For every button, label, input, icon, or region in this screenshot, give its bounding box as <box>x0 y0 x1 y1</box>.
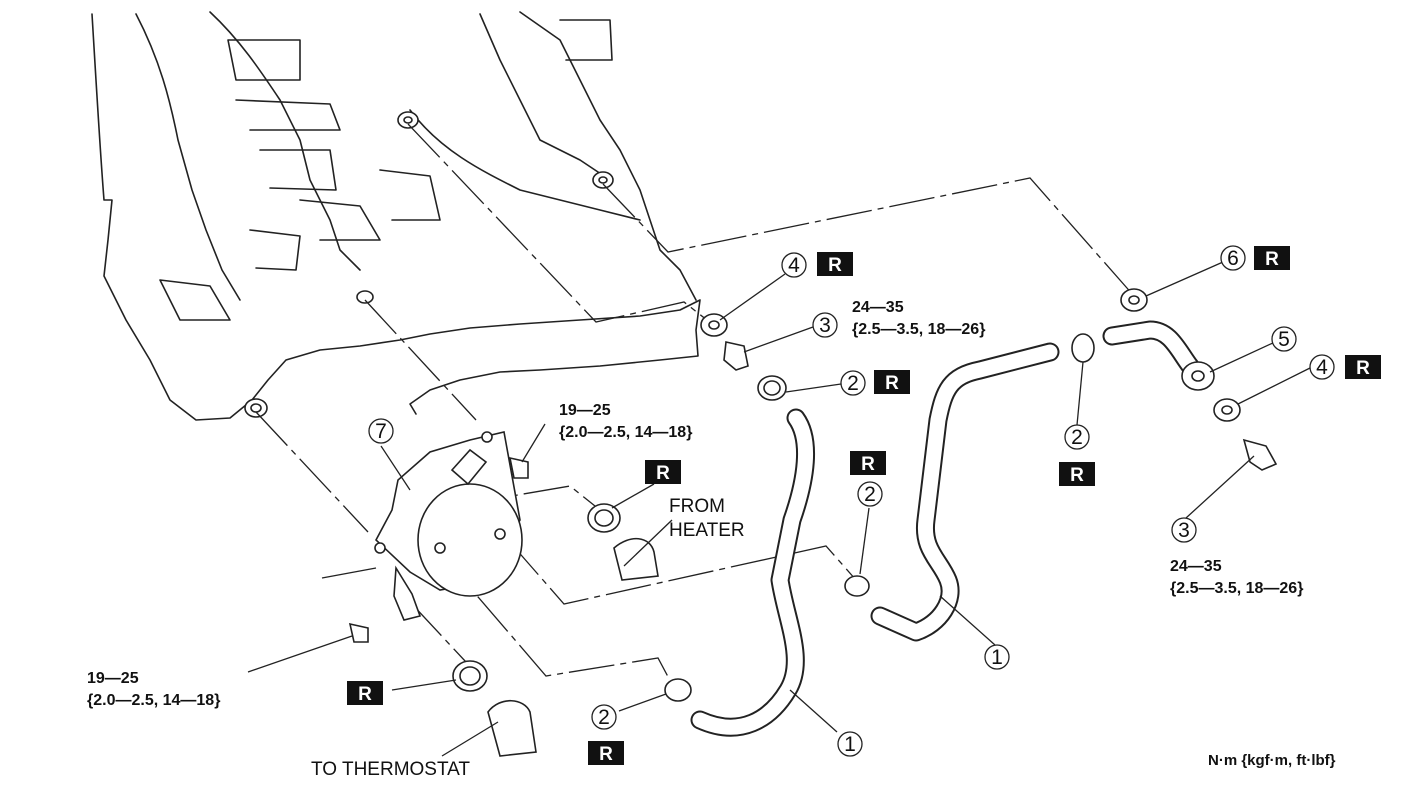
svg-text:3: 3 <box>819 314 831 337</box>
coolant-hose-lower <box>690 408 815 737</box>
svg-text:R: R <box>1356 358 1370 379</box>
callout-4-upper: 4 <box>781 252 807 278</box>
torque-kgf-ftlbf: {2.5—3.5, 18—26} <box>852 321 986 338</box>
torque-spec-upper-bolt: 24—35 {2.5—3.5, 18—26} <box>852 297 985 341</box>
svg-text:3: 3 <box>1178 519 1190 542</box>
callout-3-right: 3 <box>1171 517 1197 543</box>
callout-2-mid: 2 <box>857 481 883 507</box>
callout-1-lower: 1 <box>837 731 863 757</box>
replace-badge-clamp-2-lower: R <box>588 741 624 765</box>
svg-text:R: R <box>861 454 875 475</box>
svg-text:R: R <box>358 684 372 705</box>
torque-nm: 24—35 <box>1170 558 1222 575</box>
leader-lines <box>247 261 1311 757</box>
torque-nm: 19—25 <box>87 670 139 687</box>
svg-text:4: 4 <box>1316 356 1328 379</box>
svg-text:R: R <box>1070 465 1084 486</box>
callout-7: 7 <box>368 418 394 444</box>
torque-nm: 19—25 <box>559 402 611 419</box>
svg-text:5: 5 <box>1278 328 1290 351</box>
to-thermostat-label: TO THERMOSTAT <box>311 759 471 780</box>
callout-1-right: 1 <box>984 644 1010 670</box>
callout-4-right: 4 <box>1309 354 1335 380</box>
svg-text:2: 2 <box>864 483 876 506</box>
callout-2-right: 2 <box>1064 424 1090 450</box>
callout-2-upper: 2 <box>840 370 866 396</box>
torque-units-note: N·m {kgf·m, ft·lbf} <box>1208 752 1336 769</box>
svg-text:2: 2 <box>847 372 859 395</box>
replace-badge-clamp-2-right: R <box>1059 462 1095 486</box>
callout-3-upper: 3 <box>812 312 838 338</box>
torque-kgf-ftlbf: {2.0—2.5, 14—18} <box>559 424 693 441</box>
torque-nm: 24—35 <box>852 299 904 316</box>
replace-badge-clamp-thermostat: R <box>347 681 383 705</box>
torque-kgf-ftlbf: {2.0—2.5, 14—18} <box>87 692 221 709</box>
svg-text:7: 7 <box>375 420 387 443</box>
steel-pipe-right <box>1102 320 1200 376</box>
svg-text:2: 2 <box>1071 426 1083 449</box>
callout-5: 5 <box>1271 326 1297 352</box>
coolant-hose-right <box>870 342 1060 642</box>
torque-spec-cooler-top-bolt: 19—25 {2.0—2.5, 14—18} <box>559 400 692 444</box>
svg-text:1: 1 <box>844 733 856 756</box>
svg-text:4: 4 <box>788 254 800 277</box>
hardware <box>348 288 1278 757</box>
replace-badge-clamp-2-mid: R <box>850 451 886 475</box>
svg-text:R: R <box>885 373 899 394</box>
replace-badge-washer-6: R <box>1254 246 1290 270</box>
from-heater-label: FROM HEATER <box>669 495 745 543</box>
alignment-lines <box>255 123 1135 689</box>
svg-text:6: 6 <box>1227 247 1239 270</box>
svg-text:2: 2 <box>598 706 610 729</box>
from-heater-line2: HEATER <box>669 520 745 541</box>
svg-text:R: R <box>599 744 613 765</box>
callout-2-lower: 2 <box>591 704 617 730</box>
callout-6: 6 <box>1220 245 1246 271</box>
replace-badge-clamp-2-upper: R <box>874 370 910 394</box>
oil-cooler <box>374 431 523 621</box>
svg-text:R: R <box>656 463 670 484</box>
replace-badge-washer-4-right: R <box>1345 355 1381 379</box>
replace-badge-clamp-heater: R <box>645 460 681 484</box>
replace-badge-washer-4-upper: R <box>817 252 853 276</box>
torque-kgf-ftlbf: {2.5—3.5, 18—26} <box>1170 580 1304 597</box>
torque-spec-cooler-bottom-bolt: 19—25 {2.0—2.5, 14—18} <box>87 668 220 712</box>
svg-text:1: 1 <box>991 646 1003 669</box>
from-heater-line1: FROM <box>669 496 725 517</box>
svg-text:R: R <box>1265 249 1279 270</box>
transmission-housing <box>91 11 701 421</box>
svg-text:R: R <box>828 255 842 276</box>
torque-spec-right-bolt: 24—35 {2.5—3.5, 18—26} <box>1170 556 1303 600</box>
